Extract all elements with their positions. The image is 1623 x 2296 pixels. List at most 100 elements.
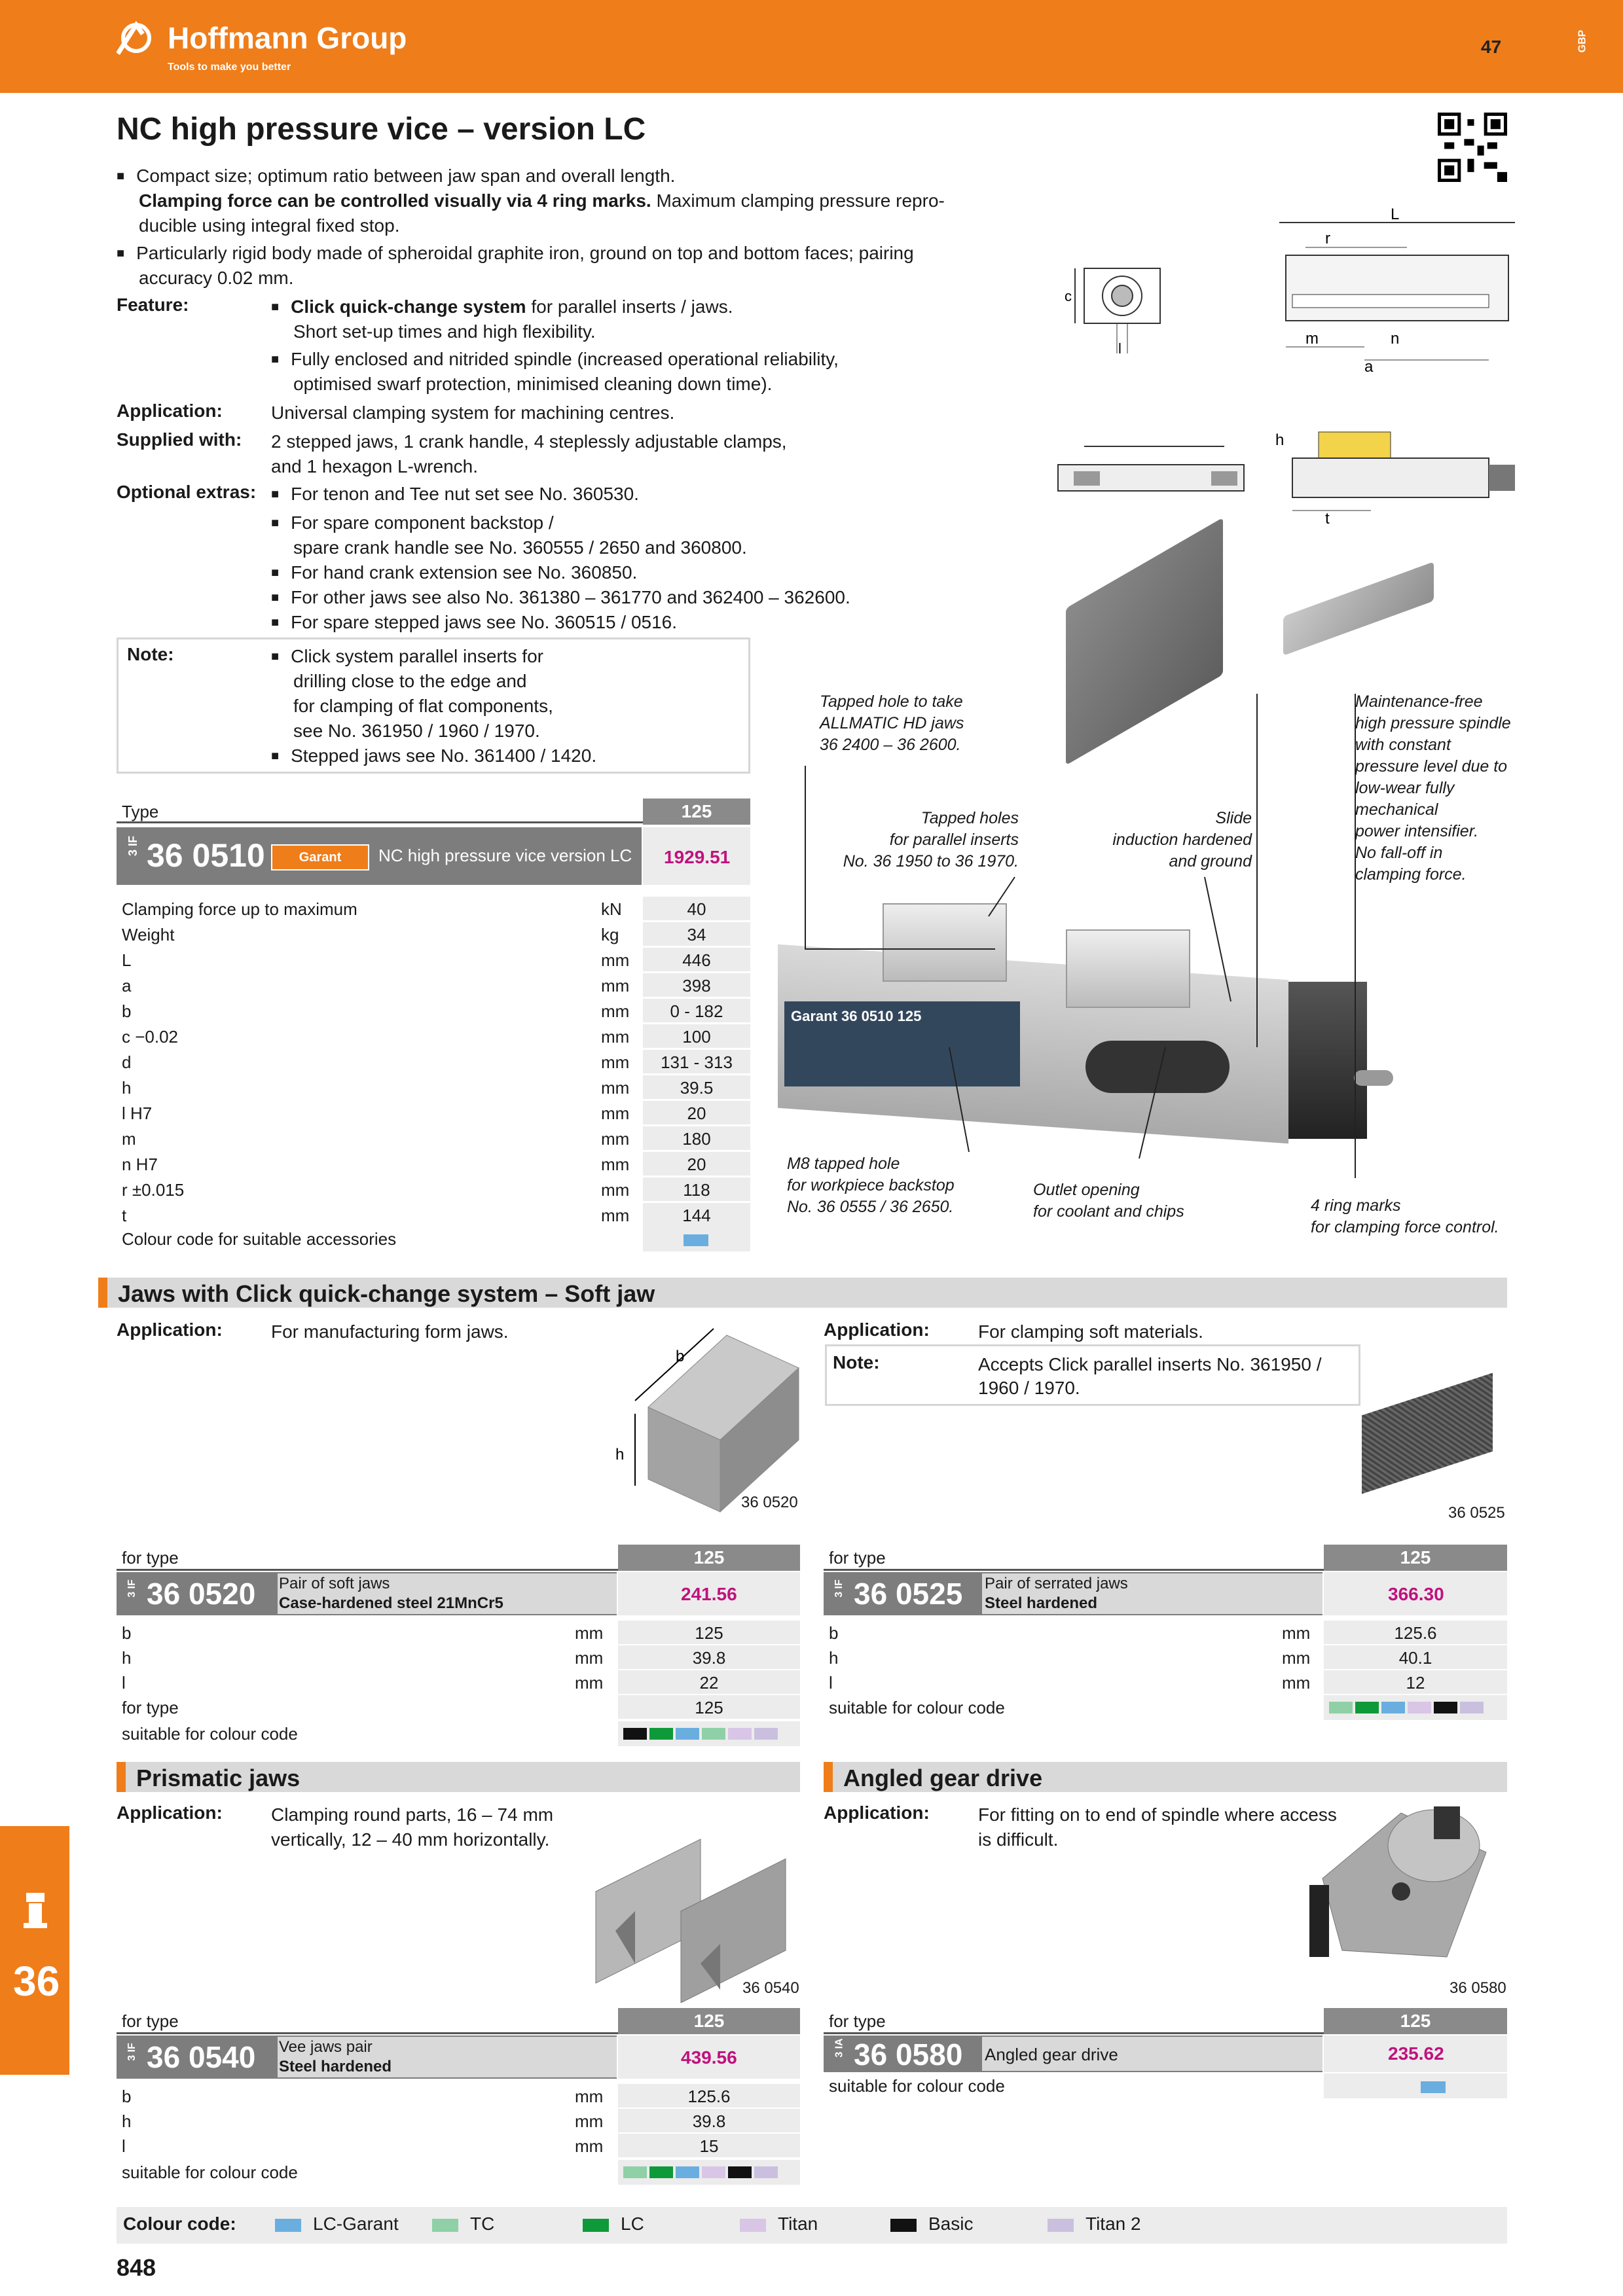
t525-colour-chips: [1324, 1695, 1507, 1720]
t525-article-number[interactable]: 36 0525: [854, 1577, 963, 1611]
dim-l: l: [1118, 340, 1122, 357]
row-value: 118: [643, 1177, 750, 1202]
intro-bullet-2-cont: accuracy 0.02 mm.: [139, 268, 294, 288]
legend-label-item: LC: [621, 2214, 644, 2234]
row-label: h: [829, 1648, 839, 1668]
catalog-page-number: 47: [1481, 37, 1502, 57]
legend-label-item: Basic: [928, 2214, 974, 2234]
jaws-note-2: 1960 / 1970.: [978, 1378, 1080, 1398]
row-unit: mm: [1282, 1648, 1311, 1668]
row-value: 15: [618, 2134, 800, 2159]
row-unit: mm: [601, 1052, 630, 1072]
dim-n: n: [1391, 330, 1399, 348]
gear-app-label: Application:: [824, 1803, 930, 1823]
row-value: 0 - 182: [643, 999, 750, 1024]
optional-5: For spare stepped jaws see No. 360515 / …: [271, 610, 677, 637]
row-value: 12: [1324, 1670, 1507, 1695]
row-unit: mm: [601, 1078, 630, 1098]
row-unit: mm: [1282, 1623, 1311, 1643]
intro-text-cont: ducible using integral fixed stop.: [139, 215, 400, 236]
row-label: d: [122, 1052, 132, 1072]
article-price: 1929.51: [664, 847, 731, 867]
t525-desc-1: Pair of serrated jaws: [985, 1575, 1128, 1592]
legend-label-item: LC-Garant: [313, 2214, 399, 2234]
feature-1-bold: Click quick-change system: [291, 296, 526, 317]
row-value: 100: [643, 1024, 750, 1049]
garant-brand-badge: Garant: [271, 844, 369, 870]
row-value: 180: [643, 1126, 750, 1151]
section-jaws-header: Jaws with Click quick-change system – So…: [98, 1278, 1507, 1308]
soft-jaw-image: b h: [615, 1328, 799, 1513]
row-label: Weight: [122, 925, 175, 944]
prism-app-2: vertically, 12 – 40 mm horizontally.: [271, 1829, 550, 1850]
supplied-text-2: and 1 hexagon L-wrench.: [271, 456, 478, 476]
t520-desc-1: Pair of soft jaws: [279, 1575, 390, 1592]
legend-swatch: [1048, 2219, 1074, 2232]
row-unit: mm: [1282, 1673, 1311, 1693]
table-row: Weight kg: [117, 922, 642, 947]
prism-app-label: Application:: [117, 1803, 223, 1823]
optional-label: Optional extras:: [117, 482, 257, 502]
t520-for-type-2-value: 125: [618, 1695, 800, 1720]
optional-4: For other jaws see also No. 361380 – 361…: [271, 585, 850, 612]
section-prismatic-title: Prismatic jaws: [136, 1765, 301, 1791]
t525-price: 366.30: [1388, 1584, 1444, 1604]
article-row: [117, 827, 642, 885]
feature-2-cont: optimised swarf protection, minimised cl…: [293, 374, 773, 394]
colour-code-legend: [117, 2207, 1507, 2244]
row-unit: mm: [575, 1673, 604, 1693]
vee-jaws-image: [595, 1839, 786, 2003]
note-line-5: Stepped jaws see No. 361400 / 1420.: [271, 744, 596, 770]
row-label: b: [122, 1001, 132, 1021]
t580-colour-label: suitable for colour code: [829, 2076, 1005, 2096]
dim-m: m: [1305, 330, 1319, 348]
image-label-360525: 36 0525: [1448, 1504, 1505, 1522]
row-value: 125.6: [1324, 1621, 1507, 1645]
t580-price: 235.62: [1388, 2043, 1444, 2064]
hoffmann-logo-icon: [117, 20, 151, 55]
row-label: l: [122, 1673, 126, 1693]
feature-2: Fully enclosed and nitrided spindle (inc…: [271, 347, 839, 374]
row-value: 20: [643, 1152, 750, 1177]
t580-for-type: for type: [829, 2011, 886, 2031]
row-label: h: [122, 1648, 132, 1668]
t580-article-number[interactable]: 36 0580: [854, 2037, 963, 2072]
t520-article-number[interactable]: 36 0520: [147, 1577, 256, 1611]
note-line-1: Click system parallel inserts for: [271, 644, 543, 671]
chapter-number: 36: [13, 1958, 60, 2005]
table-row: d mm: [117, 1050, 642, 1075]
row-unit: mm: [575, 2087, 604, 2106]
t525-desc-2: Steel hardened: [985, 1594, 1098, 1612]
section-gear-title: Angled gear drive: [843, 1765, 1043, 1791]
row-label: m: [122, 1129, 136, 1149]
row-unit: mm: [601, 1155, 630, 1174]
article-prefix: 3 IF: [126, 835, 140, 857]
legend-label-item: TC: [470, 2214, 495, 2234]
intro-bullet-1: Compact size; optimum ratio between jaw …: [117, 164, 675, 190]
t520-colour-chips: [618, 1721, 800, 1746]
legend-label-item: Titan 2: [1085, 2214, 1141, 2234]
t540-desc-2: Steel hardened: [279, 2058, 392, 2075]
t580-size: 125: [1324, 2008, 1507, 2034]
legend-label: Colour code:: [123, 2214, 236, 2234]
dim-r: r: [1325, 230, 1330, 247]
prism-app-1: Clamping round parts, 16 – 74 mm: [271, 1804, 554, 1825]
row-value: 131 - 313: [643, 1050, 750, 1075]
legend-swatch: [740, 2219, 766, 2232]
optional-2: For spare component backstop /: [271, 511, 554, 537]
row-unit: kg: [601, 925, 619, 944]
article-number[interactable]: 36 0510: [147, 837, 265, 874]
t540-article-number[interactable]: 36 0540: [147, 2040, 256, 2074]
